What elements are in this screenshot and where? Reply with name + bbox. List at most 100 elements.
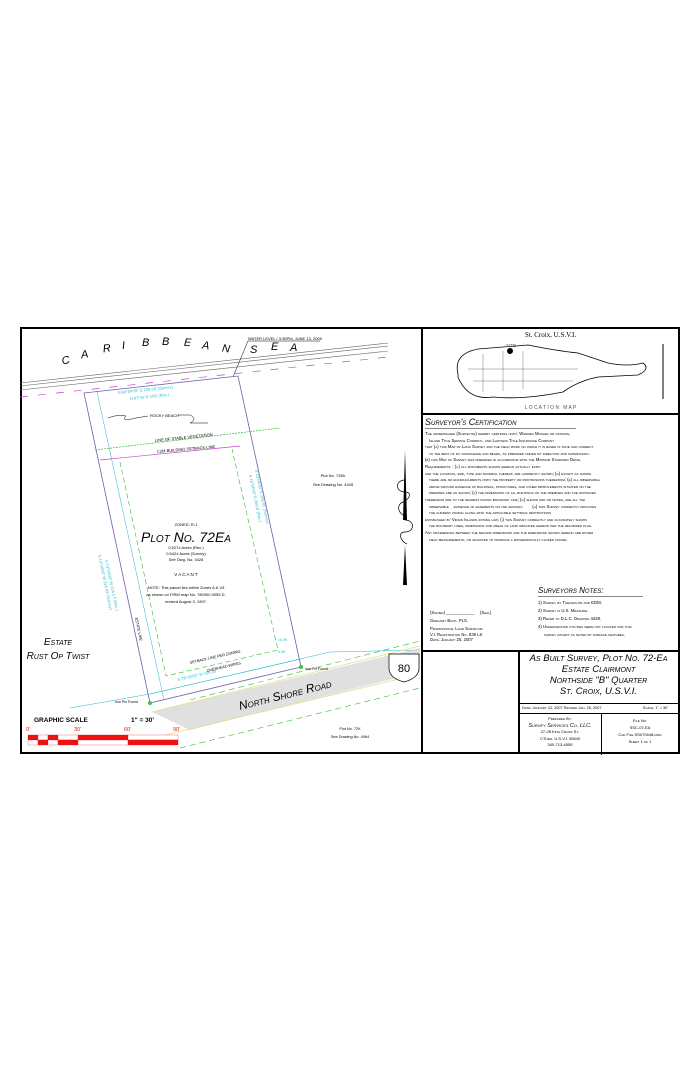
plot-72k-drawing: See Drawing No. 4064 xyxy=(331,735,369,739)
water-level-leader xyxy=(232,340,320,378)
registration-number: V.I. Registration No. 836 LS xyxy=(430,632,483,638)
estate-name-label: Rust Op Twist xyxy=(27,651,91,662)
location-map-caption: L O C A T I O N M A P xyxy=(524,405,577,411)
surveyor-name: Gregory Buck, PLS. xyxy=(430,617,468,623)
plot-72k-label: Plot No. 72K xyxy=(339,727,361,731)
scale-segment xyxy=(77,739,129,746)
overhead-wires-line xyxy=(69,649,421,709)
certification-line: premises are as shown; (f) the dimension… xyxy=(429,490,596,496)
certification-line: to the best of my knowledge and belief, … xyxy=(429,450,590,456)
road-edge xyxy=(151,645,421,713)
flood-note: NOTE: This parcel lies within Zones A & … xyxy=(148,585,225,590)
surveyors-notes: Surveyors Notes: 1) Survey by Theodolite… xyxy=(538,585,676,639)
certification-line: Any differences between the record dimen… xyxy=(425,529,594,535)
signature-date: Date: January 25, 2007 xyxy=(430,637,473,643)
company-phone: 340-713-4555 xyxy=(547,742,573,747)
top-bearing-rec: N 87°16' E 109' (Rec.) xyxy=(130,392,171,401)
sea-letter: C xyxy=(61,354,71,367)
dimension-5ft: 5.0ft xyxy=(278,650,285,654)
certification-line: there are no encroachments onto the prop… xyxy=(429,477,600,483)
scale-bar xyxy=(27,734,179,746)
sea-letter: N xyxy=(221,343,231,356)
certification-line: Requirements. : (c) all monuments shown … xyxy=(425,463,541,469)
scale-segment xyxy=(37,739,49,746)
scale-tick-label: 60' xyxy=(124,727,131,733)
scale-segment xyxy=(37,734,49,741)
rocky-beach-label: ROCKY BEACH xyxy=(150,413,179,418)
scale-segment xyxy=(27,734,39,741)
iron-pin-label: Iron Pin Found xyxy=(305,667,328,671)
sea-letter: E xyxy=(184,337,193,350)
sea-letter: I xyxy=(121,340,125,352)
sheet-number: Sheet 1 of 1 xyxy=(628,739,652,744)
shoreline xyxy=(20,345,389,387)
shoreline xyxy=(20,342,389,384)
note-item: 4) Underground utilities were not locate… xyxy=(538,624,632,629)
overhead-wires-label: OVERHEAD WIRES xyxy=(206,661,241,673)
flood-note: revised August 3, 1997. xyxy=(165,599,207,604)
sea-letter: S xyxy=(250,344,258,356)
graphic-scale-title: GRAPHIC SCALE xyxy=(34,717,88,724)
see-drawing: See Dwg. No. 4428 xyxy=(169,557,204,562)
title-line: Estate Clairmont xyxy=(561,664,636,675)
certification-heading: Surveyor's Certification xyxy=(425,417,577,429)
company-address: 27-28 King Cross St. xyxy=(540,729,580,734)
route-shield-icon xyxy=(388,653,420,683)
title-line: As Built Survey, Plot No. 72-Ea xyxy=(529,653,668,664)
note-item: 3) Refer to D.L.C. Drawing 4428. xyxy=(538,616,602,621)
sea-letter: B xyxy=(162,336,169,348)
scale-tick-label: 90' xyxy=(173,727,180,733)
scale-segment xyxy=(47,734,59,741)
title-line: St. Croix, U.S.V.I. xyxy=(559,686,638,697)
note-item: 1) Survey by Theodolite and EDM. xyxy=(538,600,602,605)
notes-heading: Surveyors Notes: xyxy=(538,585,644,597)
certification-line: field measurements, or adjusted to produ… xyxy=(429,536,568,542)
site-marker-label: SITE xyxy=(506,343,517,348)
scale-segment xyxy=(127,739,179,746)
certification-line: Island Title Service Company, and Lawyer… xyxy=(429,437,555,443)
location-map: St. Croix, U.S.V.I. SITE L O C A T I O N… xyxy=(423,329,678,415)
water-level-label: WATER LEVEL / 3:30PM, JUNE 13, 2005 xyxy=(248,336,323,341)
iron-pin-icon xyxy=(148,701,152,705)
file-label: File No. xyxy=(632,718,648,723)
title-block-blank xyxy=(423,650,520,754)
sea-letter: A xyxy=(200,340,210,353)
certification-line: therefrom are to the nearest facing boun… xyxy=(425,496,586,502)
company-name: Survey Services Co. LLC. xyxy=(528,722,592,729)
czm-line-label: CZM BUILDING SETBACK LINE xyxy=(157,444,216,454)
zoning-setback-line xyxy=(119,448,279,677)
dimension-15ft: 15.0ft xyxy=(278,638,287,642)
sea-letter: E xyxy=(271,341,279,353)
drawing-date: Date: January 12, 2007 Revised Jan. 25, … xyxy=(522,706,602,710)
note-item: survey except as noted by surface featur… xyxy=(544,632,626,637)
certification-line: above-ground evidence of buildings, stru… xyxy=(429,483,591,489)
scale-tick-label: 0' xyxy=(26,727,30,733)
location-map-title: St. Croix, U.S.V.I. xyxy=(524,331,577,339)
acres-rec: 0.527± Acres (Rec.) xyxy=(168,545,204,550)
surveyor-certification: Surveyor's Certification The undersigned… xyxy=(425,417,675,543)
file-number: SSC-07-EA xyxy=(629,725,651,730)
czm-setback-line xyxy=(99,445,241,461)
certification-line: established by Virgin Islands zoning law… xyxy=(425,516,587,522)
title-line: Northside "B" Quarter xyxy=(549,675,648,686)
road-edge xyxy=(164,673,421,736)
road-surface xyxy=(152,648,420,730)
sea-letter: A xyxy=(289,342,297,354)
signature-block: (Signed) ____________ (Seal) Gregory Buc… xyxy=(430,609,530,642)
top-bearing-survey: N 84°04'36" E 109.59' (Survey) xyxy=(118,384,174,395)
zoning-label: ZONED: R-1 xyxy=(175,522,198,527)
cad-file: Cad File SS070448.dwg xyxy=(618,732,662,737)
panel-divider xyxy=(421,327,423,752)
caribbean-sea-label: C A R I B B E A N S E A xyxy=(61,336,298,368)
iron-pin-icon xyxy=(299,665,303,669)
drawing-border xyxy=(20,327,680,754)
scale-segment xyxy=(127,734,179,741)
dimension-line xyxy=(96,391,165,701)
scale-segment xyxy=(47,739,59,746)
certification-line: the current zoning along with the applic… xyxy=(429,510,552,516)
estate-line-label: ESTATE LINE xyxy=(134,617,143,641)
scale-segment xyxy=(27,739,39,746)
scale-segment xyxy=(57,734,79,741)
drawing-scale: Scale: 1" = 30' xyxy=(642,706,668,710)
survey-map: C A R I B B E A N S E A WATER LEVEL / 3:… xyxy=(20,336,421,749)
